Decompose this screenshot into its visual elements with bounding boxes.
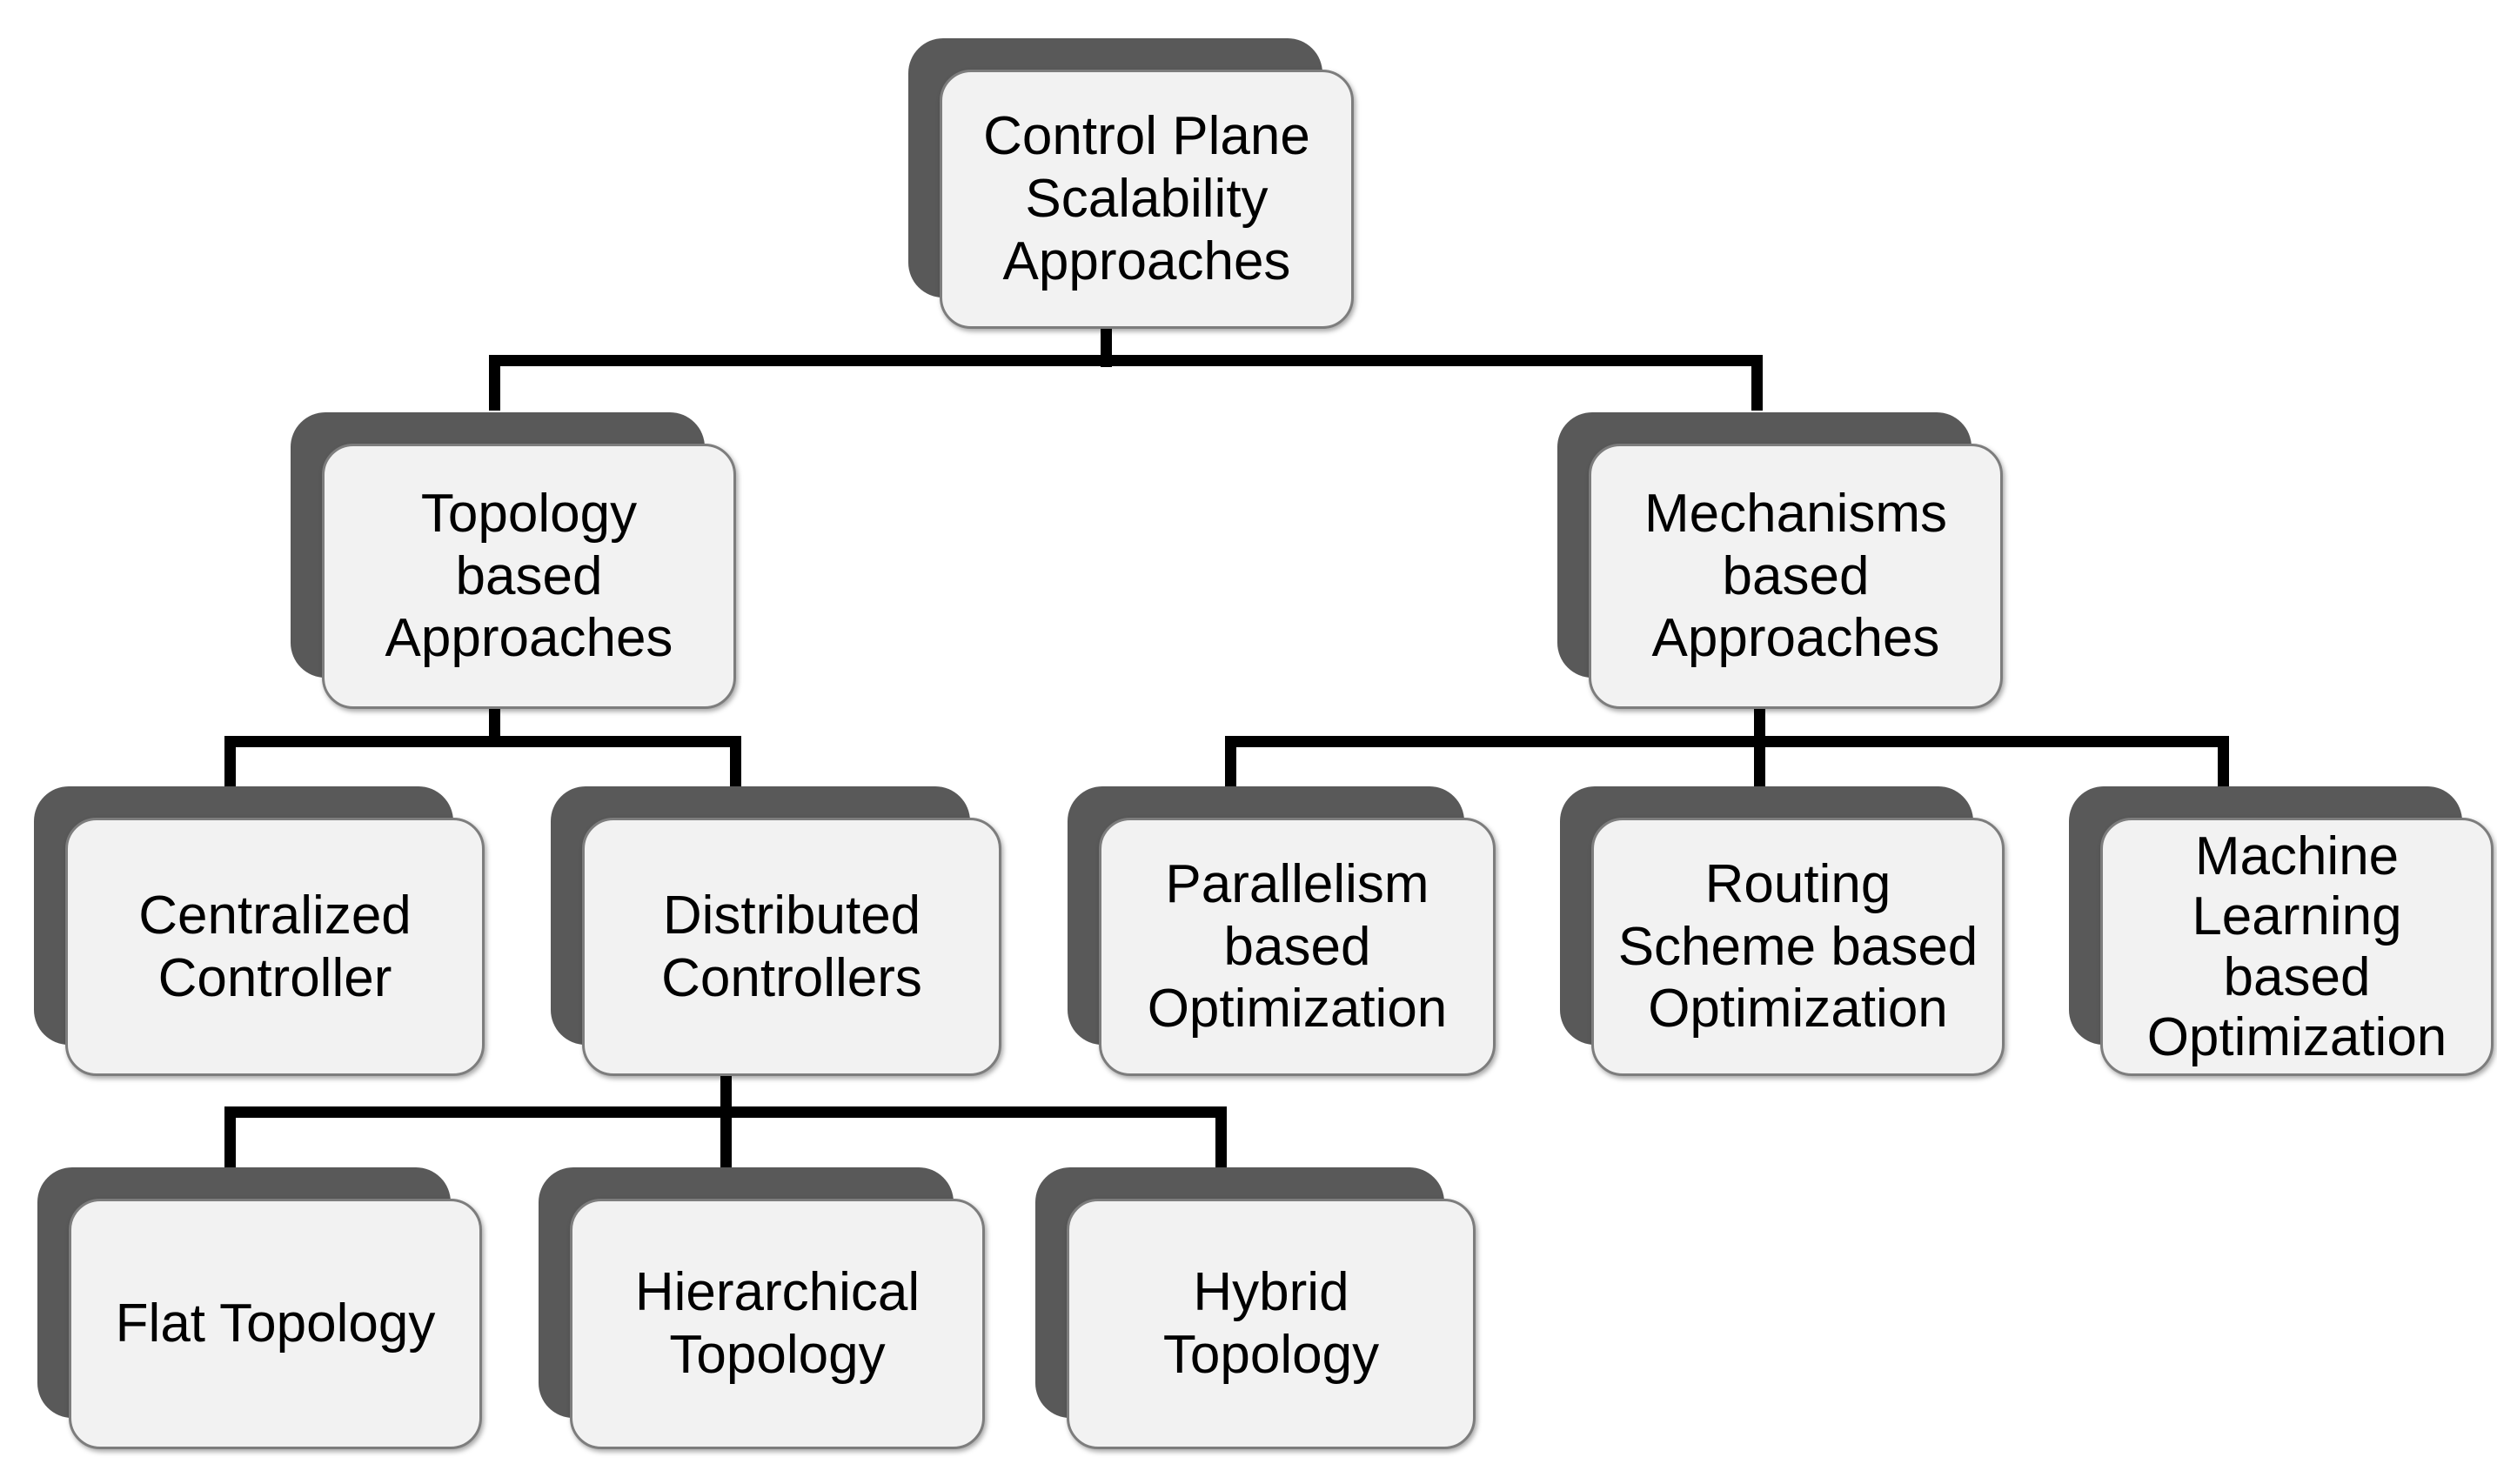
node-hierarchical: Hierarchical Topology: [539, 1167, 985, 1449]
node-flat: Flat Topology: [37, 1167, 482, 1449]
node-routing-face: Routing Scheme based Optimization: [1591, 818, 2005, 1076]
edge-drop-distributed: [730, 736, 741, 786]
edge-drop-hybrid: [1215, 1106, 1227, 1167]
node-distributed-face: Distributed Controllers: [582, 818, 1001, 1076]
edge-root-hbar: [489, 355, 1763, 366]
node-hybrid-face: Hybrid Topology: [1067, 1199, 1476, 1449]
node-topology-label: Topology based Approaches: [385, 483, 673, 669]
node-hierarchical-face: Hierarchical Topology: [570, 1199, 985, 1449]
node-centralized-face: Centralized Controller: [65, 818, 485, 1076]
edge-distributed-stub: [720, 1075, 732, 1168]
edge-drop-mechanisms: [1751, 355, 1763, 411]
edge-drop-ml: [2218, 736, 2229, 786]
node-topology: Topology based Approaches: [291, 412, 736, 709]
edge-topology-hbar: [224, 736, 741, 747]
node-hierarchical-label: Hierarchical Topology: [634, 1262, 920, 1385]
edge-drop-parallelism: [1225, 736, 1236, 786]
node-root: Control Plane Scalability Approaches: [908, 38, 1354, 329]
node-ml-label: Machine Learning based Optimization: [2146, 826, 2447, 1067]
node-flat-face: Flat Topology: [69, 1199, 482, 1449]
node-hybrid-label: Hybrid Topology: [1162, 1262, 1380, 1385]
node-mechanisms-label: Mechanisms based Approaches: [1644, 483, 1947, 669]
edge-mechanisms-hbar: [1225, 736, 2229, 747]
edge-drop-topology: [489, 355, 500, 411]
node-root-label: Control Plane Scalability Approaches: [983, 106, 1310, 291]
edge-drop-centralized: [224, 736, 236, 786]
edge-mechanisms-stub: [1754, 707, 1765, 787]
node-root-face: Control Plane Scalability Approaches: [940, 70, 1354, 329]
node-parallelism-face: Parallelism based Optimization: [1099, 818, 1496, 1076]
node-flat-label: Flat Topology: [115, 1293, 436, 1354]
node-hybrid: Hybrid Topology: [1035, 1167, 1476, 1449]
edge-drop-flat: [224, 1106, 236, 1167]
node-routing-label: Routing Scheme based Optimization: [1617, 853, 1978, 1039]
node-topology-face: Topology based Approaches: [322, 444, 736, 709]
node-centralized-label: Centralized Controller: [138, 885, 412, 1008]
node-parallelism-label: Parallelism based Optimization: [1147, 853, 1448, 1039]
node-mechanisms-face: Mechanisms based Approaches: [1589, 444, 2003, 709]
node-ml-face: Machine Learning based Optimization: [2100, 818, 2494, 1076]
node-distributed-label: Distributed Controllers: [661, 885, 922, 1008]
edge-distributed-hbar: [224, 1106, 1227, 1118]
node-parallelism: Parallelism based Optimization: [1068, 786, 1496, 1076]
node-ml: Machine Learning based Optimization: [2069, 786, 2494, 1076]
node-mechanisms: Mechanisms based Approaches: [1557, 412, 2003, 709]
node-centralized: Centralized Controller: [34, 786, 485, 1076]
node-distributed: Distributed Controllers: [551, 786, 1001, 1076]
node-routing: Routing Scheme based Optimization: [1560, 786, 2005, 1076]
